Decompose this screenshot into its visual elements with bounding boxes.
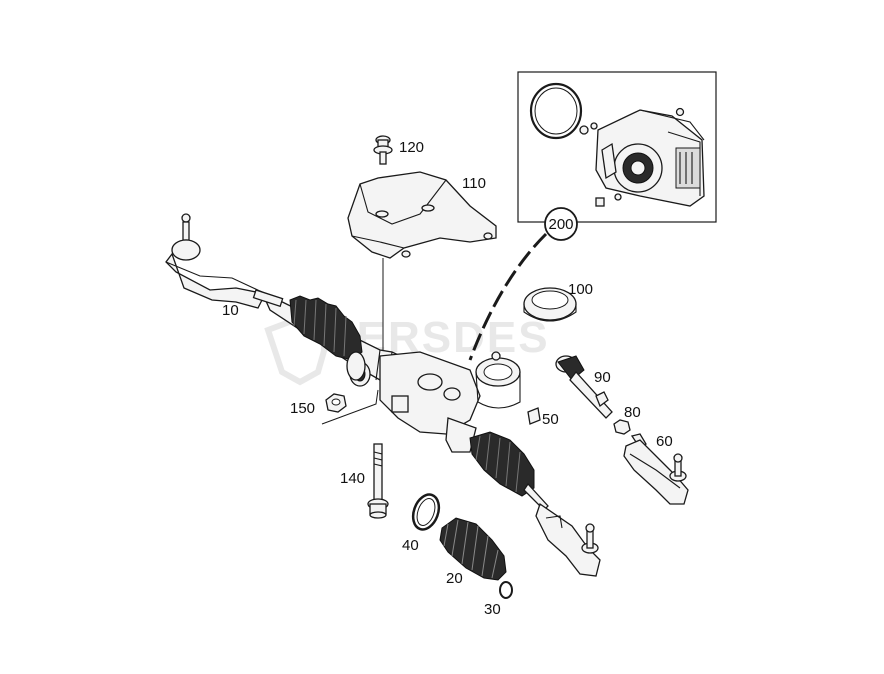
callout-90[interactable]: 90 <box>594 369 611 386</box>
part-100-seal[interactable] <box>523 287 577 322</box>
part-20-bellows[interactable] <box>439 517 507 581</box>
part-120-bolt[interactable] <box>373 135 393 165</box>
callout-110[interactable]: 110 <box>462 175 486 192</box>
part-10-tie-rod-end[interactable] <box>165 213 284 309</box>
leader-150 <box>321 389 379 425</box>
leader-200 <box>468 232 548 361</box>
part-40-clamp[interactable] <box>409 491 444 533</box>
callout-200-label: 200 <box>548 216 573 233</box>
part-150-nut[interactable] <box>325 393 347 413</box>
callout-20[interactable]: 20 <box>446 570 463 587</box>
callout-100[interactable]: 100 <box>568 281 593 298</box>
callout-80[interactable]: 80 <box>624 404 641 421</box>
rack-right-bellows <box>469 431 535 497</box>
rack-left-bellows <box>289 295 366 381</box>
callout-40[interactable]: 40 <box>402 537 419 554</box>
part-90-inner-tie-rod[interactable] <box>555 355 613 419</box>
part-80-nut[interactable] <box>613 419 631 435</box>
rack-right-tie-rod <box>523 482 601 577</box>
part-110-heat-shield[interactable] <box>347 171 497 259</box>
inset-box-200 <box>517 71 717 223</box>
part-60-tie-rod-end[interactable] <box>623 433 689 505</box>
callout-200[interactable]: 200 <box>544 207 578 241</box>
callout-30[interactable]: 30 <box>484 601 501 618</box>
part-140-bolt[interactable] <box>367 443 389 519</box>
part-30-clip[interactable] <box>499 581 513 599</box>
callout-120[interactable]: 120 <box>399 139 424 156</box>
callout-50[interactable]: 50 <box>542 411 559 428</box>
callout-150[interactable]: 150 <box>290 400 315 417</box>
callout-10[interactable]: 10 <box>222 302 239 319</box>
callout-140[interactable]: 140 <box>340 470 365 487</box>
callout-60[interactable]: 60 <box>656 433 673 450</box>
